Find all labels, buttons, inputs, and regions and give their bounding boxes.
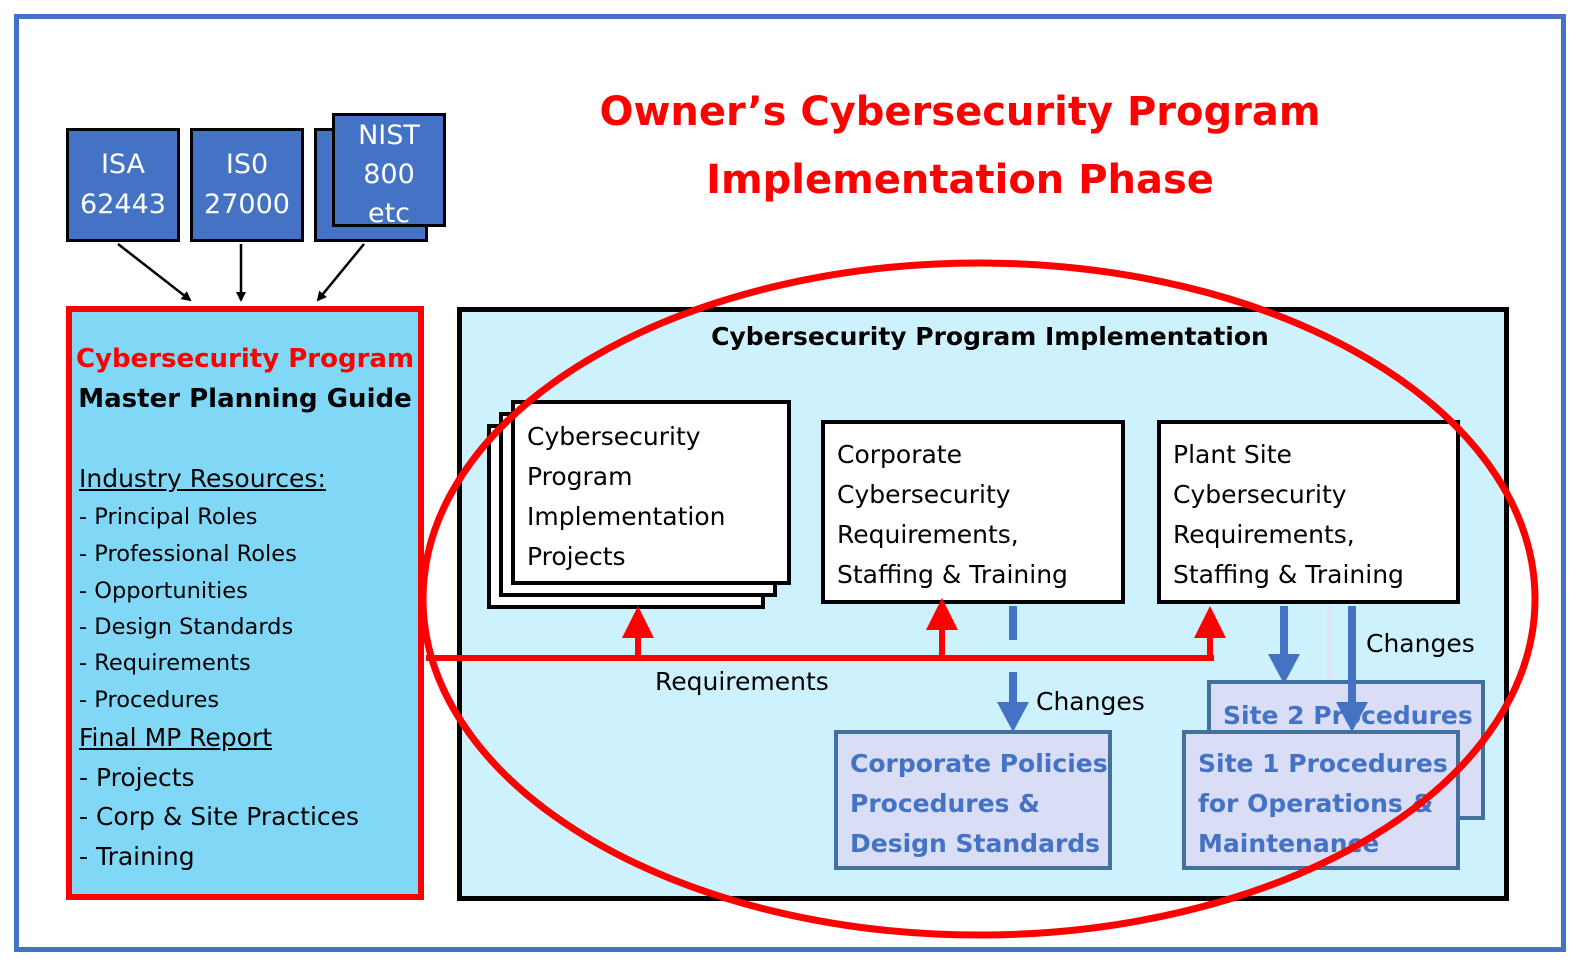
site1-line: Site 1 Procedures bbox=[1198, 749, 1448, 778]
requirements-connector bbox=[426, 598, 1226, 661]
changes-arrowhead-site2 bbox=[1268, 654, 1300, 684]
corporate-line: Staffing & Training bbox=[837, 560, 1068, 589]
standard-isa-line1: ISA bbox=[100, 149, 146, 180]
projects-box: Cybersecurity Program Implementation Pro… bbox=[511, 400, 791, 585]
standard-iso-line2: 27000 bbox=[204, 189, 290, 220]
industry-resource-item: - Opportunities bbox=[79, 578, 248, 604]
standard-iso-line1: IS0 bbox=[225, 149, 269, 180]
industry-resource-item: - Principal Roles bbox=[79, 504, 258, 530]
corporate-line: Cybersecurity bbox=[837, 480, 1011, 509]
projects-line: Cybersecurity bbox=[527, 422, 701, 451]
corporate-requirements-box: Corporate Cybersecurity Requirements, St… bbox=[821, 420, 1125, 604]
highlight-ellipse bbox=[419, 259, 1539, 939]
implementation-title: Cybersecurity Program Implementation bbox=[711, 322, 1269, 351]
final-report-title: Final MP Report bbox=[79, 723, 273, 752]
plant-line: Plant Site bbox=[1173, 440, 1292, 469]
site1-line: for Operations & bbox=[1198, 789, 1434, 818]
corporate-line: Requirements, bbox=[837, 520, 1019, 549]
site1-procedures-box: Site 1 Procedures for Operations & Maint… bbox=[1182, 730, 1460, 870]
req-arrowhead-corporate bbox=[926, 598, 958, 630]
title-line-1: Owner’s Cybersecurity Program bbox=[599, 89, 1321, 135]
title-line-2: Implementation Phase bbox=[706, 157, 1214, 203]
corporate-line: Corporate bbox=[837, 440, 962, 469]
standard-box-isa: ISA 62443 bbox=[66, 128, 180, 242]
corporate-policies-line: Corporate Policies bbox=[850, 749, 1108, 778]
changes-label-corporate: Changes bbox=[1036, 687, 1145, 716]
industry-resource-item: - Professional Roles bbox=[79, 541, 297, 567]
changes-arrowhead-site1 bbox=[1336, 702, 1368, 732]
req-arrowhead-projects bbox=[622, 606, 654, 638]
projects-line: Projects bbox=[527, 542, 626, 571]
corporate-policies-line: Procedures & bbox=[850, 789, 1040, 818]
plant-line: Requirements, bbox=[1173, 520, 1355, 549]
corporate-policies-box: Corporate Policies Procedures & Design S… bbox=[834, 730, 1112, 870]
requirements-label: Requirements bbox=[655, 667, 829, 696]
standard-box-iso: IS0 27000 bbox=[190, 128, 304, 242]
req-arrowhead-plant bbox=[1194, 606, 1226, 638]
plant-site-requirements-box: Plant Site Cybersecurity Requirements, S… bbox=[1157, 420, 1460, 604]
corporate-policies-line: Design Standards bbox=[850, 829, 1101, 858]
standard-nist-line1: NIST bbox=[358, 120, 420, 151]
projects-line: Program bbox=[527, 462, 633, 491]
mpg-heading-black: Master Planning Guide bbox=[78, 384, 412, 414]
final-report-item: - Corp & Site Practices bbox=[79, 802, 360, 831]
changes-arrows bbox=[997, 606, 1368, 732]
final-report-item: - Projects bbox=[79, 763, 195, 792]
industry-resources-title: Industry Resources: bbox=[79, 464, 326, 493]
master-planning-guide-box: Cybersecurity Program Master Planning Gu… bbox=[66, 306, 424, 900]
changes-arrowhead-corporate bbox=[997, 702, 1029, 732]
changes-label-site: Changes bbox=[1366, 629, 1475, 658]
industry-resource-item: - Design Standards bbox=[79, 614, 294, 640]
diagram-title: Owner’s Cybersecurity Program Implementa… bbox=[560, 78, 1360, 214]
arrow-nist-to-guide bbox=[316, 243, 365, 302]
arrow-isa-to-guide bbox=[117, 243, 192, 302]
standard-box-nist: NIST 800 etc bbox=[332, 113, 446, 229]
industry-resource-item: - Requirements bbox=[79, 650, 251, 676]
standard-nist-line2: 800 bbox=[363, 159, 415, 190]
standards-to-guide-arrows bbox=[117, 243, 365, 302]
plant-line: Cybersecurity bbox=[1173, 480, 1347, 509]
standard-nist-line3: etc bbox=[367, 198, 411, 229]
final-report-item: - Training bbox=[79, 842, 195, 871]
industry-resource-item: - Procedures bbox=[79, 687, 220, 713]
mpg-heading-red: Cybersecurity Program bbox=[75, 344, 415, 374]
outer-frame bbox=[14, 14, 1566, 952]
standard-isa-line2: 62443 bbox=[80, 189, 166, 220]
projects-line: Implementation bbox=[527, 502, 726, 531]
plant-line: Staffing & Training bbox=[1173, 560, 1404, 589]
